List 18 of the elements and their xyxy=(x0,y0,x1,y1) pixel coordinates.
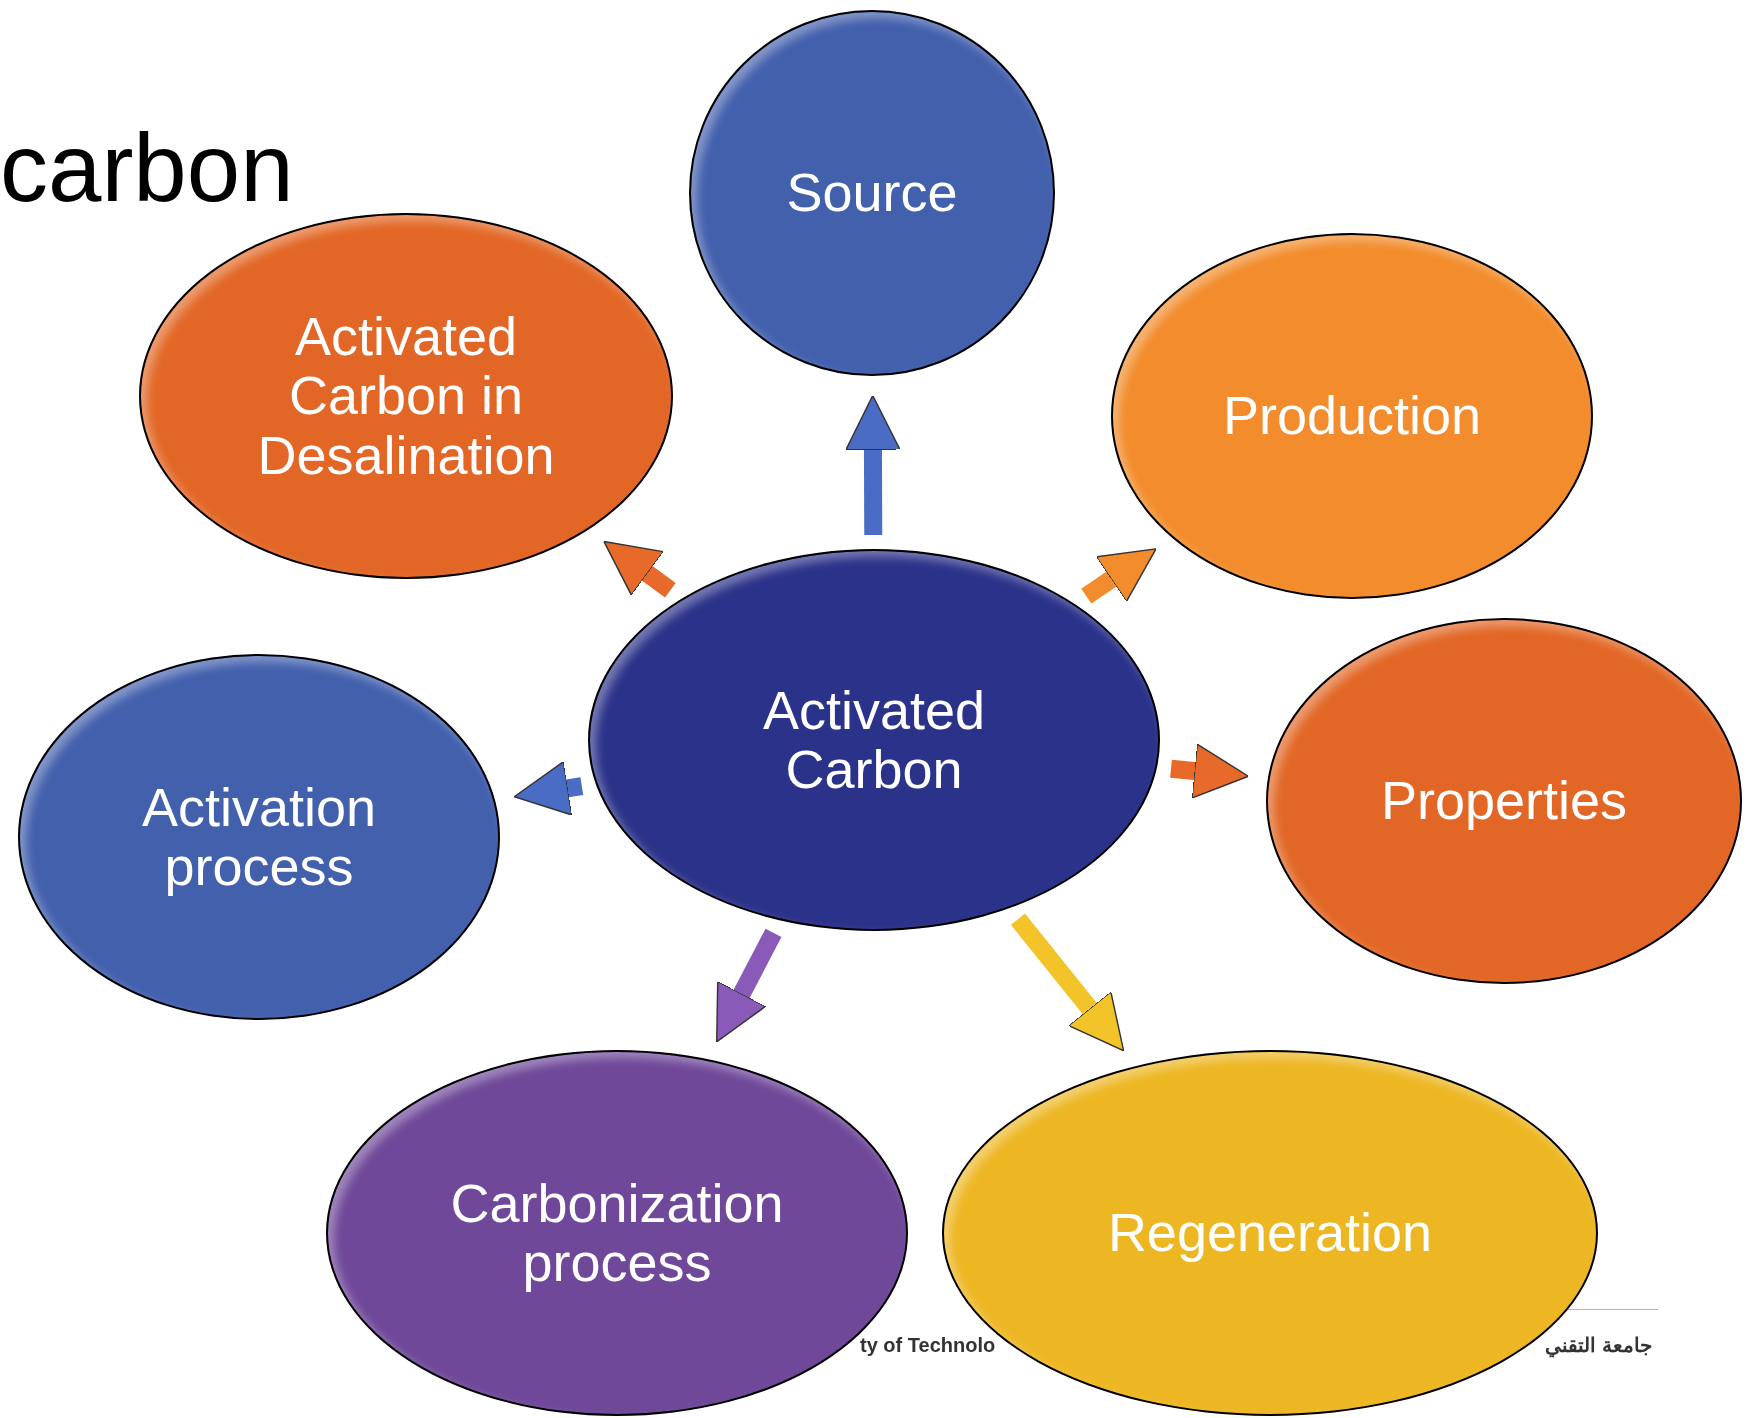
block-arrow xyxy=(716,928,782,1043)
block-arrow xyxy=(1170,743,1250,799)
node-label: Activated Carbon xyxy=(761,680,987,800)
footer-text: جامعة التقني xyxy=(1545,1333,1652,1360)
node-label: Production xyxy=(1222,386,1482,446)
node-label: Activation process xyxy=(140,777,378,897)
title: carbon xyxy=(0,120,294,216)
node-label: Carbonization process xyxy=(449,1173,785,1293)
block-arrow xyxy=(1010,913,1125,1052)
node-label: Source xyxy=(786,163,958,223)
block-arrow xyxy=(1081,548,1157,604)
footer-text: ty of Technolo xyxy=(860,1333,996,1358)
node-label: Regeneration xyxy=(1107,1203,1433,1263)
block-arrow xyxy=(845,394,901,536)
block-arrow xyxy=(603,540,676,598)
node-label: Activated Carbon in Desalination xyxy=(256,306,556,486)
block-arrow xyxy=(513,760,584,816)
node-label: Properties xyxy=(1380,771,1628,831)
